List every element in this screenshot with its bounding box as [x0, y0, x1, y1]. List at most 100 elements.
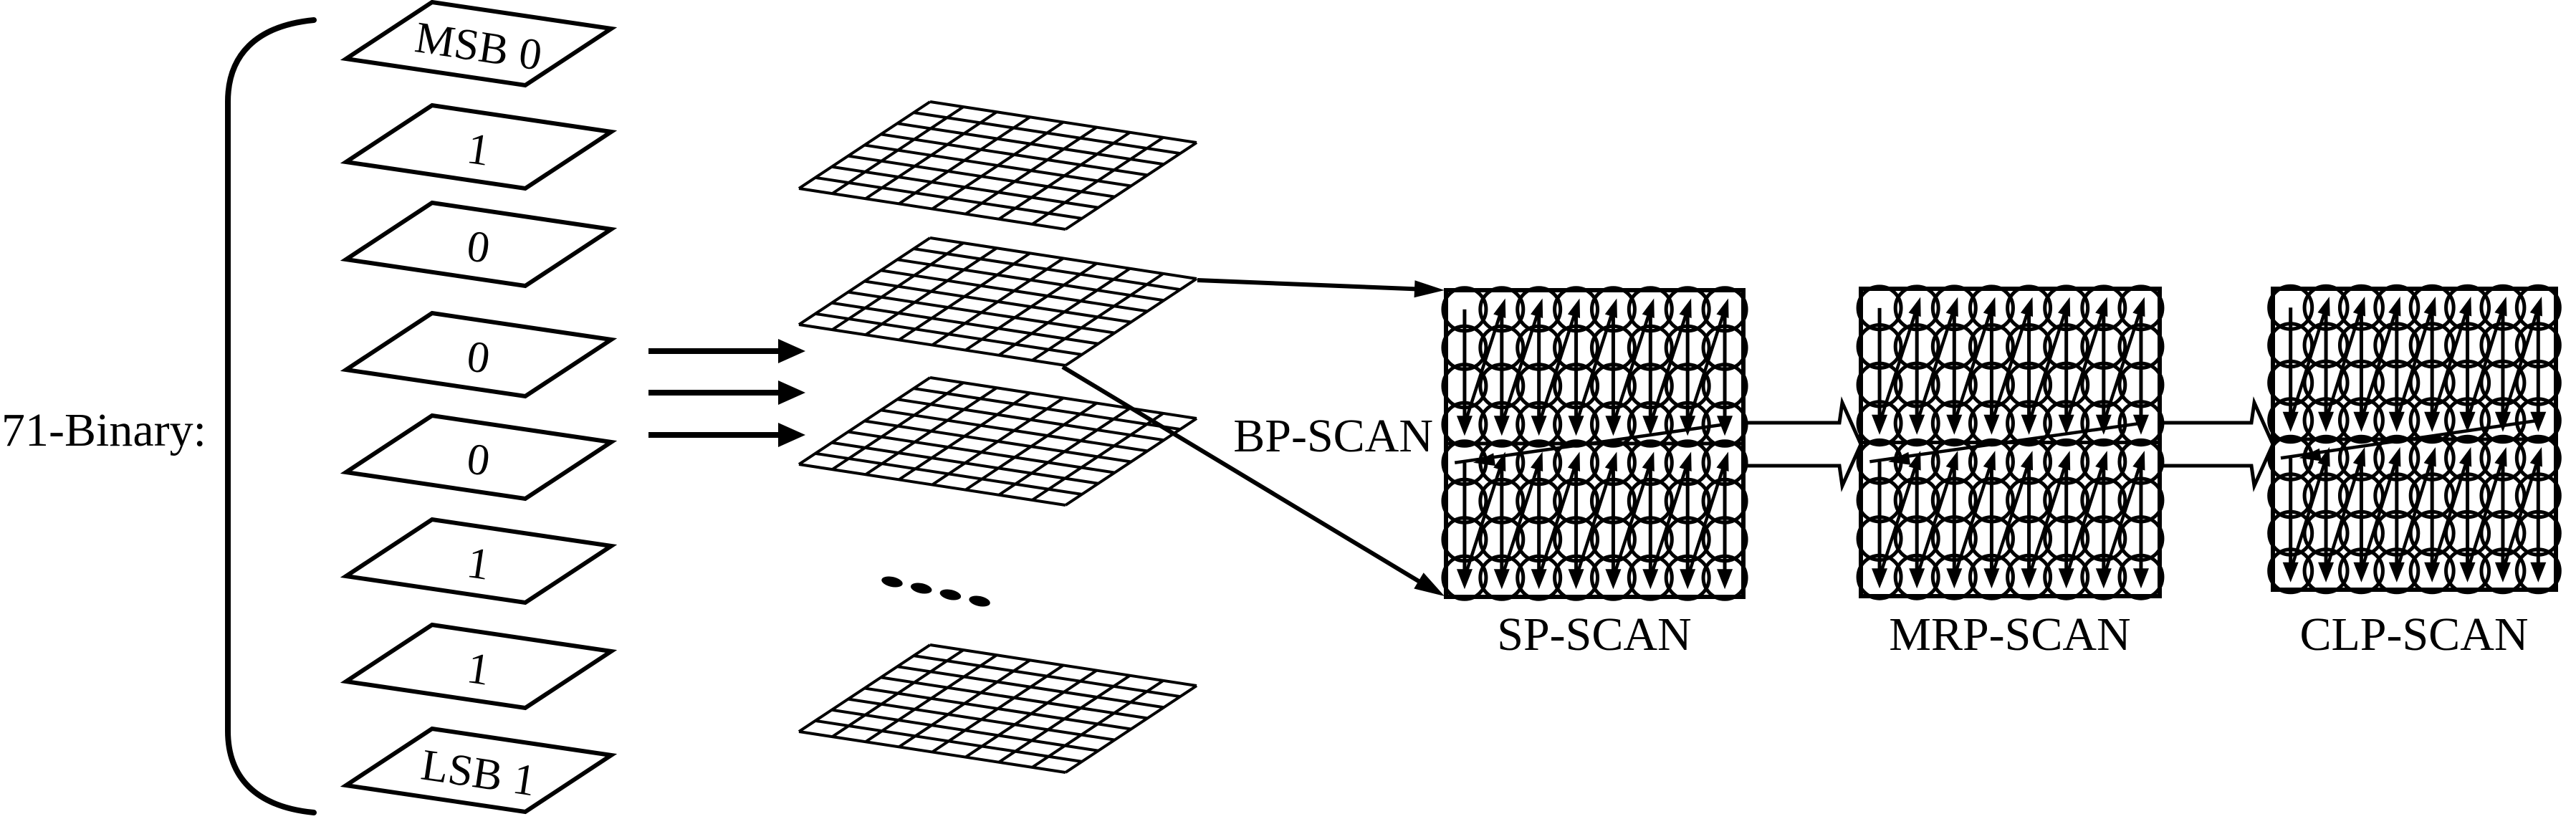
- scan-arrow-diagonal: [1953, 461, 1993, 578]
- scan-arrow-diagonal: [1462, 462, 1503, 578]
- scan-arrow-vertical-head: [1605, 416, 1622, 436]
- bit-plane-plate: [340, 726, 618, 815]
- scan-arrow-diagonal: [2395, 307, 2434, 421]
- scan-arrow-vertical-head: [2424, 411, 2441, 432]
- grid-line: [831, 381, 964, 471]
- scan-arrow-diagonal-head: [2458, 446, 2472, 467]
- scan-arrow-vertical-head: [1456, 569, 1473, 590]
- scan-arrow-diagonal-head: [1567, 451, 1581, 472]
- grid-line: [798, 643, 932, 733]
- scan-arrow-diagonal: [2501, 457, 2540, 572]
- scan-arrow-vertical-head: [1456, 416, 1473, 436]
- scan-arrow-vertical-head: [1642, 416, 1659, 436]
- scan-arrow-diagonal: [1915, 307, 1956, 424]
- bp-scan-arrow-lower: [1061, 365, 1445, 596]
- scan-arrow-diagonal: [2431, 307, 2469, 421]
- scan-arrow-vertical-head: [2494, 411, 2511, 432]
- scan-arrow-vertical-head: [1983, 568, 2000, 589]
- scan-arrow-vertical-head: [2318, 411, 2335, 432]
- scan-arrow-diagonal: [1537, 309, 1578, 425]
- grid-line: [1031, 136, 1164, 226]
- scan-arrow-diagonal: [2395, 457, 2434, 572]
- grid-line: [1031, 412, 1164, 502]
- bit-plane-plate: [340, 0, 618, 88]
- scan-arrow-diagonal: [2289, 457, 2328, 572]
- scan-arrow-vertical-head: [1680, 569, 1696, 590]
- scan-arrow-diagonal-head: [1945, 297, 1958, 317]
- scan-arrow-diagonal: [2027, 307, 2068, 424]
- scan-arrow-diagonal-head: [1604, 298, 1617, 319]
- bp-arrow-head: [1414, 573, 1445, 596]
- scan-arrow-vertical-head: [1946, 414, 1963, 435]
- grid-line: [997, 674, 1131, 764]
- scan-arrow-vertical-head: [1909, 568, 1925, 589]
- scan-arrow-diagonal-head: [1908, 297, 1921, 317]
- grid-line: [1064, 417, 1198, 507]
- grid-line: [898, 115, 1031, 206]
- scan-arrow-vertical-head: [2424, 562, 2441, 583]
- scan-arrow-diagonal-head: [1642, 298, 1655, 319]
- scan-arrow-diagonal: [1877, 461, 1919, 578]
- bit-plane-plate: [340, 413, 618, 502]
- scan-arrow-diagonal: [1500, 309, 1541, 425]
- scan-arrow-vertical-head: [1872, 568, 1888, 589]
- scan-arrow-diagonal-head: [2388, 296, 2401, 317]
- scan-box: [2267, 284, 2562, 595]
- scan-arrow-diagonal: [2360, 307, 2398, 421]
- scan-crossover-head: [2299, 448, 2322, 461]
- grid-line: [798, 100, 932, 190]
- block-connector-arrow: [1743, 396, 1863, 492]
- scan-arrow-diagonal: [2064, 461, 2105, 578]
- scan-arrow-diagonal-head: [2352, 446, 2366, 467]
- scan-arrow-diagonal-head: [2423, 446, 2436, 467]
- scan-arrow-vertical-head: [2095, 568, 2112, 589]
- grid-line: [831, 105, 964, 195]
- scan-arrow-diagonal: [1574, 309, 1615, 425]
- scan-crossover-head: [1888, 451, 1911, 465]
- ellipsis-dot: [939, 589, 962, 600]
- scan-arrow-diagonal: [1915, 461, 1956, 578]
- bit-plane-grid: [798, 100, 1198, 231]
- scan-arrow-diagonal-head: [2494, 446, 2507, 467]
- grid-line: [964, 262, 1098, 352]
- grid-line: [864, 110, 998, 200]
- scan-arrow-diagonal-head: [2132, 451, 2145, 471]
- scan-arrow-diagonal-head: [1531, 451, 1543, 472]
- bit-plane: 0: [340, 413, 618, 502]
- bit-plane: 1: [340, 517, 618, 605]
- scan-arrow-diagonal: [2501, 307, 2540, 421]
- bit-plane-plate: [340, 310, 618, 399]
- scan-arrow-diagonal: [2102, 461, 2143, 578]
- scan-arrow-vertical-head: [1605, 569, 1622, 590]
- bp-scan-arrow-upper: [1197, 278, 1445, 298]
- scan-arrow-diagonal: [1612, 309, 1652, 425]
- scan-arrow-diagonal: [1500, 462, 1541, 578]
- scan-arrow-diagonal: [1649, 309, 1690, 425]
- scan-arrow-vertical-head: [2282, 562, 2299, 583]
- scan-arrow-diagonal: [1686, 462, 1727, 578]
- grid-line: [864, 386, 998, 476]
- scan-arrow-diagonal-head: [1604, 451, 1617, 472]
- scan-arrow-diagonal: [2324, 457, 2363, 572]
- scan-arrow-vertical-head: [2388, 411, 2405, 432]
- grid-line: [931, 664, 1065, 754]
- bp-arrow-head: [1414, 280, 1445, 298]
- scan-arrow-vertical-head: [1531, 569, 1547, 590]
- scan-box: [1441, 286, 1863, 601]
- scan-arrow-diagonal: [1990, 307, 2031, 424]
- scan-arrow-vertical-head: [1493, 416, 1510, 436]
- grid-line: [864, 653, 998, 743]
- bit-plane-plate: [340, 102, 618, 191]
- scan-arrow-vertical-head: [2494, 562, 2511, 583]
- scan-box: [1856, 284, 2275, 600]
- grid-line: [964, 125, 1098, 216]
- scan-arrow-diagonal-head: [1716, 298, 1729, 319]
- scan-arrow-diagonal: [1537, 462, 1578, 578]
- scan-arrow-diagonal: [2431, 457, 2469, 572]
- scan-arrow-vertical-head: [2530, 562, 2547, 583]
- scan-arrow-diagonal-head: [1567, 298, 1581, 319]
- scan-arrow-vertical-head: [1493, 569, 1510, 590]
- scan-arrow-diagonal-head: [2095, 297, 2108, 317]
